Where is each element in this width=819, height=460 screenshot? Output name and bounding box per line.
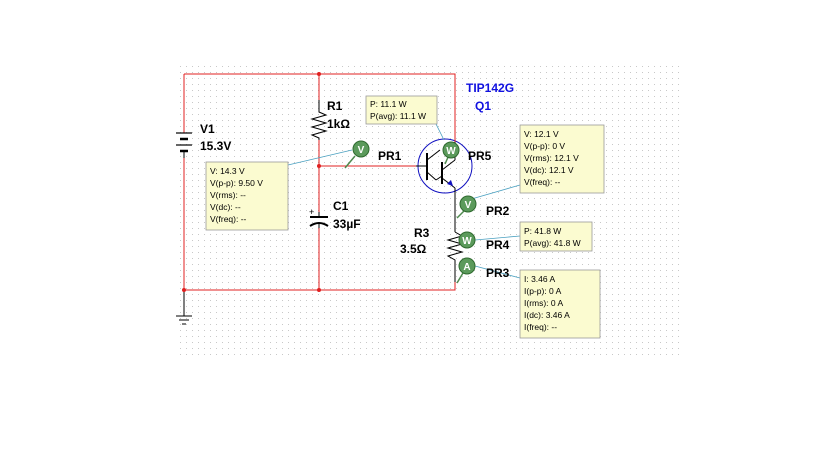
junction-dot — [317, 288, 321, 292]
r1-resistor[interactable] — [310, 100, 328, 140]
pr4-readout-box: P: 41.8 W P(avg): 41.8 W — [519, 221, 593, 252]
pr1-readout-box: V: 14.3 V V(p-p): 9.50 V V(rms): -- V(dc… — [205, 161, 289, 231]
power-probe-icon: W — [446, 146, 456, 157]
transistor-q1[interactable] — [416, 92, 473, 194]
r3-resistor — [446, 231, 464, 282]
pr2-readout-box: V: 12.1 V V(p-p): 0 V V(rms): 12.1 V V(d… — [519, 124, 605, 194]
probe-leaders — [287, 117, 521, 279]
pr3-line: I(p-p): 0 A — [524, 286, 562, 296]
junction-dot — [317, 72, 321, 76]
pr1-line: V(dc): -- — [210, 202, 241, 212]
pr2-label: PR2 — [486, 204, 510, 218]
pr2-line: V: 12.1 V — [524, 129, 559, 139]
pr5-label: PR5 — [468, 149, 492, 163]
pr1-line: V: 14.3 V — [210, 166, 245, 176]
pr2-line: V(rms): 12.1 V — [524, 153, 579, 163]
probe-pr5[interactable]: W — [442, 141, 460, 165]
pr5-readout-box: P: 11.1 W P(avg): 11.1 W — [365, 95, 438, 125]
pr3-label: PR3 — [486, 266, 510, 280]
pr1-line: V(rms): -- — [210, 190, 246, 200]
pr2-line: V(p-p): 0 V — [524, 141, 565, 151]
junction-dot — [317, 164, 321, 168]
pr5-line: P: 11.1 W — [370, 99, 407, 109]
wires — [183, 73, 464, 316]
pr3-line: I(freq): -- — [524, 322, 557, 332]
v1-name: V1 — [200, 122, 215, 136]
ground-icon — [176, 315, 192, 325]
probe-pr4[interactable]: W — [458, 231, 476, 249]
probe-pr3[interactable]: A — [456, 257, 476, 284]
voltage-probe-icon: V — [465, 200, 472, 211]
pr4-label: PR4 — [486, 238, 510, 252]
c1-value: 33µF — [333, 217, 361, 231]
power-probe-icon: W — [462, 236, 472, 247]
probe-pr1[interactable]: V — [344, 140, 370, 169]
pr3-readout-box: I: 3.46 A I(p-p): 0 A I(rms): 0 A I(dc):… — [519, 269, 601, 339]
wire-top-rail — [184, 73, 456, 92]
svg-text:+: + — [309, 207, 314, 217]
v1-value: 15.3V — [200, 139, 231, 153]
wire-bottom-rail — [184, 282, 456, 291]
pr3-line: I(dc): 3.46 A — [524, 310, 570, 320]
pr5-line: P(avg): 11.1 W — [370, 111, 426, 121]
pr2-line: V(dc): 12.1 V — [524, 165, 574, 175]
pr2-line: V(freq): -- — [524, 177, 561, 187]
current-probe-icon: A — [463, 262, 470, 273]
pr4-line: P: 41.8 W — [524, 226, 561, 236]
pr1-line: V(p-p): 9.50 V — [210, 178, 263, 188]
pr1-line: V(freq): -- — [210, 214, 247, 224]
q1-model: TIP142G — [466, 81, 514, 95]
r1-name: R1 — [327, 99, 343, 113]
battery-v1[interactable] — [176, 132, 192, 158]
c1-name: C1 — [333, 199, 349, 213]
pr1-label: PR1 — [378, 149, 402, 163]
pr3-line: I(rms): 0 A — [524, 298, 564, 308]
q1-name: Q1 — [475, 99, 491, 113]
r3-value: 3.5Ω — [400, 242, 427, 256]
r1-value: 1kΩ — [327, 117, 350, 131]
pr4-line: P(avg): 41.8 W — [524, 238, 581, 248]
junction-dot — [182, 288, 186, 292]
voltage-probe-icon: V — [358, 145, 365, 156]
r3-name: R3 — [414, 226, 430, 240]
capacitor-c1[interactable]: + — [309, 207, 329, 228]
pr3-line: I: 3.46 A — [524, 274, 556, 284]
probe-pr2[interactable]: V — [456, 195, 477, 219]
